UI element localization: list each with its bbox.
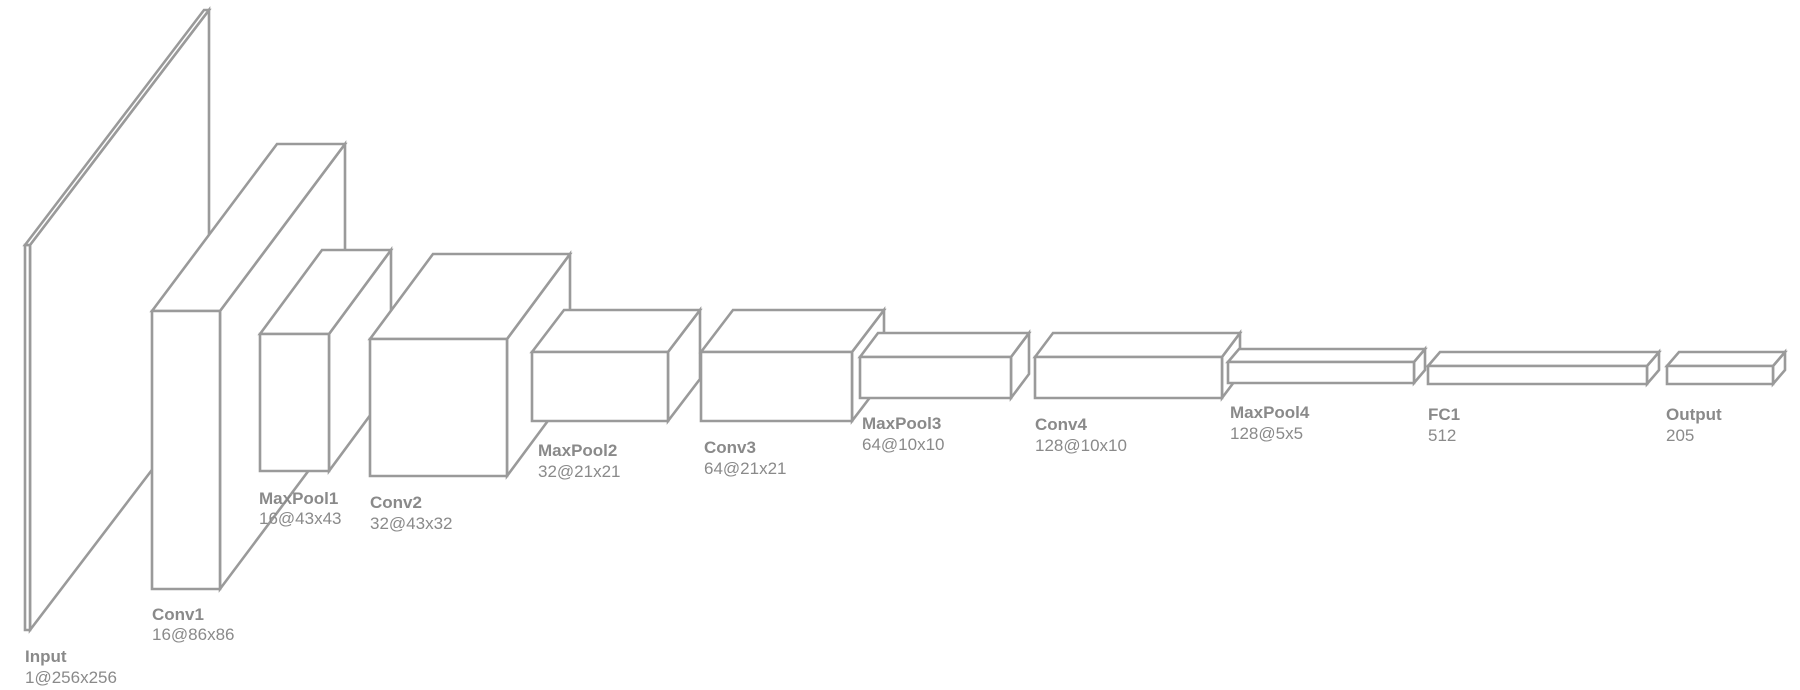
layer-conv4-name: Conv4	[1035, 415, 1088, 434]
layer-maxpool3: MaxPool3 64@10x10	[857, 329, 1032, 454]
layer-input-dims: 1@256x256	[25, 668, 117, 687]
layer-conv4: Conv4 128@10x10	[1032, 329, 1243, 455]
layer-output: Output 205	[1664, 348, 1788, 445]
layer-output-dims: 205	[1666, 426, 1694, 445]
layer-fc1-name: FC1	[1428, 405, 1460, 424]
layer-conv2-name: Conv2	[370, 493, 422, 512]
layer-maxpool4-name: MaxPool4	[1230, 403, 1310, 422]
layer-conv3: Conv3 64@21x21	[698, 306, 887, 478]
layer-maxpool4-block	[1225, 345, 1428, 387]
layer-conv3-block	[698, 306, 887, 425]
layer-conv1-name: Conv1	[152, 605, 204, 624]
layer-conv2-dims: 32@43x32	[370, 514, 453, 533]
layer-fc1-block	[1425, 348, 1662, 388]
layer-conv3-dims: 64@21x21	[704, 459, 787, 478]
layer-fc1-dims: 512	[1428, 426, 1456, 445]
layer-maxpool2-dims: 32@21x21	[538, 462, 621, 481]
layer-conv4-block	[1032, 329, 1243, 402]
layer-maxpool3-name: MaxPool3	[862, 414, 941, 433]
layer-output-name: Output	[1666, 405, 1722, 424]
layer-maxpool2: MaxPool2 32@21x21	[529, 306, 703, 481]
layer-conv1-dims: 16@86x86	[152, 625, 235, 644]
layer-maxpool1-dims: 16@43x43	[259, 509, 342, 528]
layer-input-block	[22, 6, 212, 634]
layer-conv3-name: Conv3	[704, 438, 756, 457]
layer-input-name: Input	[25, 647, 67, 666]
layer-maxpool3-block	[857, 329, 1032, 402]
layer-maxpool1-name: MaxPool1	[259, 489, 338, 508]
layer-maxpool4-dims: 128@5x5	[1230, 424, 1303, 443]
layer-conv4-dims: 128@10x10	[1035, 436, 1127, 455]
layer-maxpool2-name: MaxPool2	[538, 441, 617, 460]
layer-output-block	[1664, 348, 1788, 388]
layer-maxpool4: MaxPool4 128@5x5	[1225, 345, 1428, 443]
layer-input: Input 1@256x256	[22, 6, 212, 687]
layer-maxpool2-block	[529, 306, 703, 425]
layer-maxpool3-dims: 64@10x10	[862, 435, 945, 454]
layer-fc1: FC1 512	[1425, 348, 1662, 445]
